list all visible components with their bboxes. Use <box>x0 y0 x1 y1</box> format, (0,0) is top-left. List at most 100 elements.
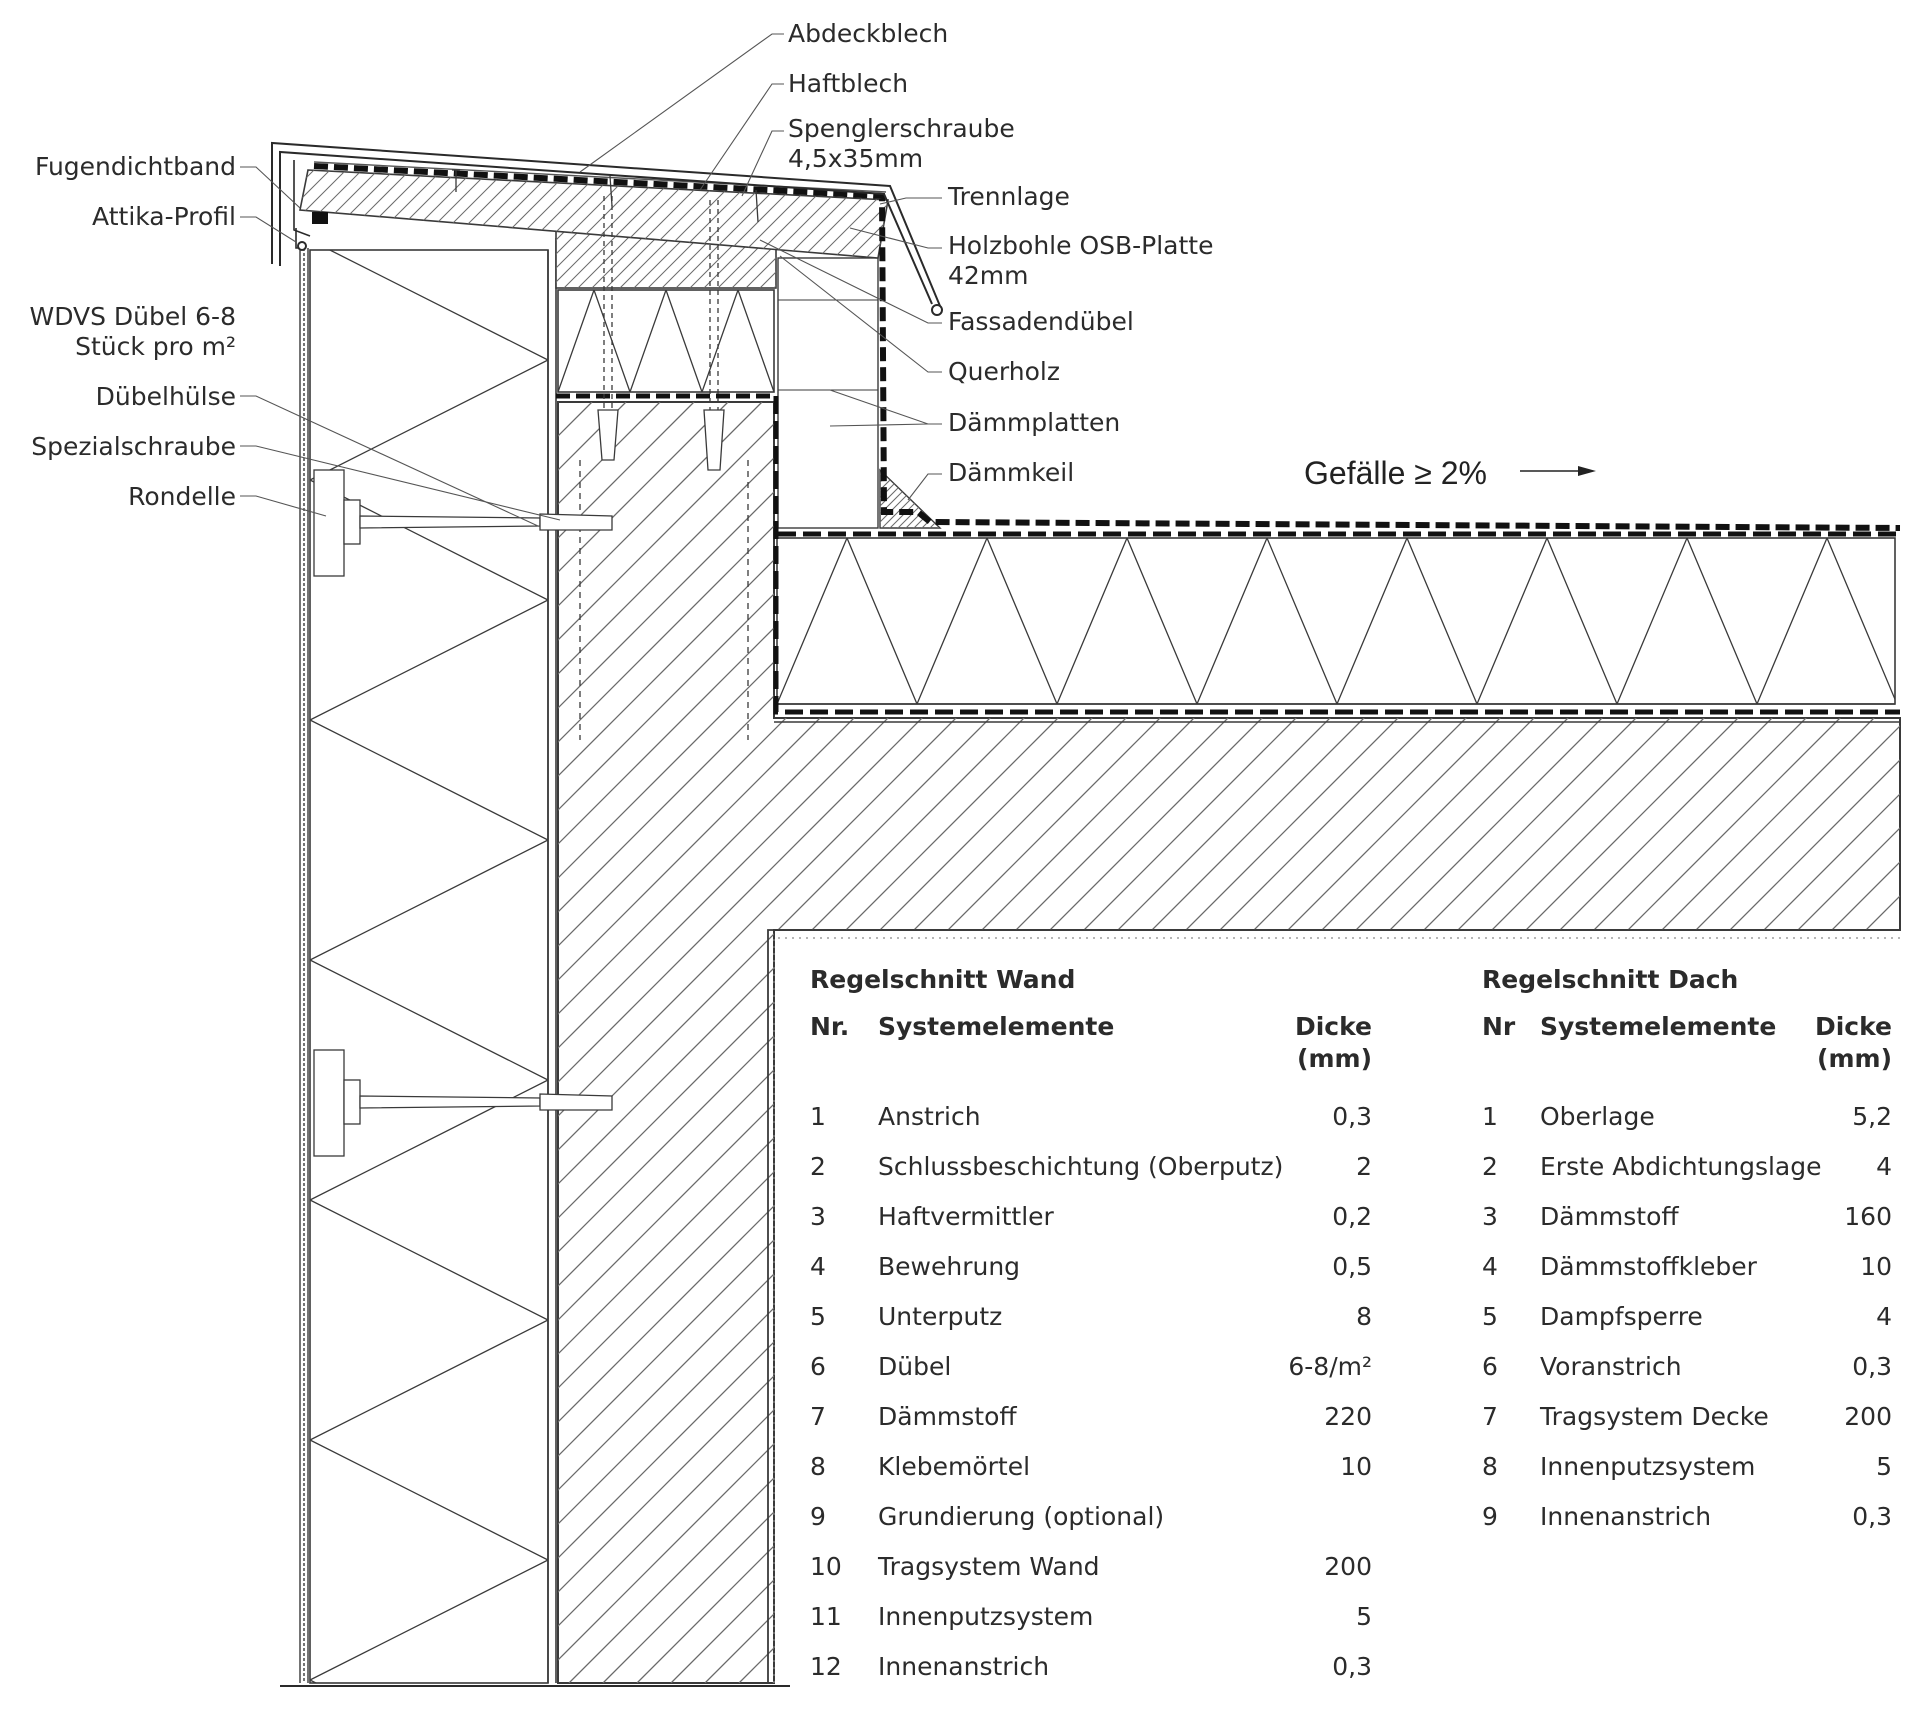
row-thickness: 0,3 <box>1332 1102 1372 1131</box>
interior-plaster <box>767 929 1900 1683</box>
fasteners <box>452 169 759 740</box>
row-element-name: Innenputzsystem <box>1540 1452 1756 1481</box>
label-holzbohle: Holzbohle OSB-Platte 42mm <box>948 231 1214 290</box>
row-thickness: 4 <box>1876 1152 1892 1181</box>
table-wall-header-nr: Nr. <box>810 1012 850 1041</box>
row-element-name: Erste Abdichtungslage <box>1540 1152 1822 1181</box>
row-number: 2 <box>1482 1152 1498 1181</box>
label-querholz: Querholz <box>948 357 1060 386</box>
row-thickness: 200 <box>1324 1552 1372 1581</box>
row-element-name: Klebemörtel <box>878 1452 1031 1481</box>
row-thickness: 0,2 <box>1332 1202 1372 1231</box>
row-number: 1 <box>810 1102 826 1131</box>
label-daemmplatten: Dämmplatten <box>948 408 1121 437</box>
row-element-name: Voranstrich <box>1540 1352 1682 1381</box>
row-number: 6 <box>810 1352 826 1381</box>
table-row: 6 Voranstrich 0,3 <box>1482 1352 1892 1384</box>
waterproofing-membrane <box>312 161 1901 715</box>
row-number: 4 <box>1482 1252 1498 1281</box>
row-thickness: 0,3 <box>1852 1502 1892 1531</box>
table-wall-title: Regelschnitt Wand <box>810 965 1076 994</box>
row-element-name: Tragsystem Wand <box>878 1552 1100 1581</box>
table-roof: Regelschnitt Dach Nr Systemelemente Dick… <box>1482 965 1892 1531</box>
table-row: 3 Haftvermittler 0,2 <box>810 1202 1372 1234</box>
row-thickness: 220 <box>1324 1402 1372 1431</box>
row-number: 5 <box>1482 1302 1498 1331</box>
table-row: 1 Oberlage 5,2 <box>1482 1102 1892 1134</box>
row-number: 5 <box>810 1302 826 1331</box>
table-roof-title: Regelschnitt Dach <box>1482 965 1739 994</box>
row-element-name: Haftvermittler <box>878 1202 1054 1231</box>
roof-insulation <box>776 537 1896 705</box>
label-spezialschraube: Spezialschraube <box>31 432 236 461</box>
row-thickness: 5 <box>1876 1452 1892 1481</box>
row-number: 12 <box>810 1652 842 1681</box>
row-thickness: 200 <box>1844 1402 1892 1431</box>
row-element-name: Innenanstrich <box>1540 1502 1712 1531</box>
row-number: 4 <box>810 1252 826 1281</box>
table-row: 2 Schlussbeschichtung (Oberputz) 2 <box>810 1152 1372 1184</box>
label-daemmkeil: Dämmkeil <box>948 458 1075 487</box>
row-element-name: Dämmstoff <box>1540 1202 1679 1231</box>
row-thickness: 6-8/m² <box>1288 1352 1372 1381</box>
upstand-insulation <box>557 257 879 529</box>
slope-label: Gefälle ≥ 2% <box>1304 455 1487 491</box>
table-row: 2 Erste Abdichtungslage 4 <box>1482 1152 1892 1184</box>
row-element-name: Oberlage <box>1540 1102 1655 1131</box>
external-render <box>299 248 309 1683</box>
row-number: 8 <box>1482 1452 1498 1481</box>
row-thickness: 0,3 <box>1852 1352 1892 1381</box>
row-element-name: Anstrich <box>878 1102 981 1131</box>
row-thickness: 2 <box>1356 1152 1372 1181</box>
row-element-name: Innenputzsystem <box>878 1602 1094 1631</box>
row-element-name: Dämmstoffkleber <box>1540 1252 1757 1281</box>
table-row: 7 Tragsystem Decke 200 <box>1482 1402 1892 1434</box>
row-element-name: Grundierung (optional) <box>878 1502 1165 1531</box>
row-element-name: Dübel <box>878 1352 952 1381</box>
label-trennlage: Trennlage <box>948 182 1070 211</box>
table-wall-header-name: Systemelemente <box>878 1012 1115 1041</box>
row-number: 3 <box>1482 1202 1498 1231</box>
row-thickness: 10 <box>1860 1252 1892 1281</box>
table-roof-header-nr: Nr <box>1482 1012 1516 1041</box>
row-thickness: 10 <box>1340 1452 1372 1481</box>
cover-sheet <box>271 141 943 316</box>
row-number: 1 <box>1482 1102 1498 1131</box>
table-wall-header-thickness: Dicke (mm) <box>1294 1012 1372 1073</box>
row-number: 8 <box>810 1452 826 1481</box>
row-thickness: 5,2 <box>1852 1102 1892 1131</box>
table-row: 8 Innenputzsystem 5 <box>1482 1452 1892 1484</box>
table-row: 4 Dämmstoffkleber 10 <box>1482 1252 1892 1284</box>
row-thickness: 4 <box>1876 1302 1892 1331</box>
row-element-name: Unterputz <box>878 1302 1003 1331</box>
label-fassadenduebel: Fassadendübel <box>948 307 1134 336</box>
label-wdvs-duebel: WDVS Dübel 6-8 Stück pro m² <box>29 302 236 361</box>
slope-arrow <box>1520 466 1596 476</box>
table-row: 9 Grundierung (optional) <box>810 1502 1372 1534</box>
table-roof-header-name: Systemelemente <box>1540 1012 1777 1041</box>
wall-insulation <box>309 238 557 1684</box>
row-number: 7 <box>1482 1402 1498 1431</box>
row-element-name: Tragsystem Decke <box>1540 1402 1769 1431</box>
table-wall: Regelschnitt Wand Nr. Systemelemente Dic… <box>810 965 1372 1685</box>
row-number: 2 <box>810 1152 826 1181</box>
row-number: 3 <box>810 1202 826 1231</box>
table-row: 6 Dübel 6-8/m² <box>810 1352 1372 1384</box>
row-element-name: Dämmstoff <box>878 1402 1017 1431</box>
row-element-name: Schlussbeschichtung (Oberputz) <box>878 1152 1284 1181</box>
row-number: 6 <box>1482 1352 1498 1381</box>
label-haftblech: Haftblech <box>788 69 909 98</box>
row-thickness: 0,3 <box>1332 1652 1372 1681</box>
row-number: 9 <box>810 1502 826 1531</box>
table-roof-header-thickness: Dicke (mm) <box>1814 1012 1892 1073</box>
